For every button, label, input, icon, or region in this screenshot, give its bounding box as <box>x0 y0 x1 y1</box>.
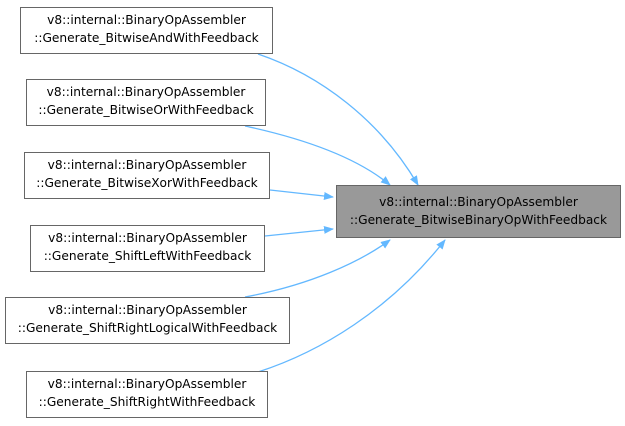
target-node-method: ::Generate_BitwiseBinaryOpWithFeedback <box>349 213 608 227</box>
caller-node-method: ::Generate_ShiftLeftWithFeedback <box>43 249 252 263</box>
caller-node-namespace: v8::internal::BinaryOpAssembler <box>48 231 247 245</box>
caller-node-shift-left[interactable]: v8::internal::BinaryOpAssembler ::Genera… <box>30 225 265 272</box>
caller-node-method: ::Generate_BitwiseAndWithFeedback <box>34 31 259 45</box>
caller-node-bitwise-xor[interactable]: v8::internal::BinaryOpAssembler ::Genera… <box>24 152 270 199</box>
edge-bitwise-or <box>244 125 391 186</box>
caller-node-namespace: v8::internal::BinaryOpAssembler <box>47 377 247 391</box>
caller-node-method: ::Generate_BitwiseXorWithFeedback <box>36 176 258 190</box>
edge-shift-right <box>257 239 446 373</box>
caller-node-shift-right-logical[interactable]: v8::internal::BinaryOpAssembler ::Genera… <box>5 297 290 344</box>
target-node-bitwise-binary-op[interactable]: v8::internal::BinaryOpAssembler ::Genera… <box>336 185 621 238</box>
caller-node-bitwise-and[interactable]: v8::internal::BinaryOpAssembler ::Genera… <box>20 7 273 54</box>
caller-node-namespace: v8::internal::BinaryOpAssembler <box>47 13 246 27</box>
caller-node-method: ::Generate_ShiftRightWithFeedback <box>38 395 256 409</box>
caller-node-namespace: v8::internal::BinaryOpAssembler <box>46 85 246 99</box>
caller-node-namespace: v8::internal::BinaryOpAssembler <box>48 303 247 317</box>
edge-shift-left <box>264 225 334 237</box>
edge-shift-right-logical <box>244 239 391 298</box>
caller-node-shift-right[interactable]: v8::internal::BinaryOpAssembler ::Genera… <box>26 371 268 418</box>
edge-bitwise-xor <box>269 189 334 200</box>
target-node-namespace: v8::internal::BinaryOpAssembler <box>379 195 578 209</box>
caller-node-method: ::Generate_ShiftRightLogicalWithFeedback <box>17 321 278 335</box>
caller-node-namespace: v8::internal::BinaryOpAssembler <box>47 158 247 172</box>
caller-node-bitwise-or[interactable]: v8::internal::BinaryOpAssembler ::Genera… <box>26 79 266 126</box>
caller-node-method: ::Generate_BitwiseOrWithFeedback <box>38 103 254 117</box>
edge-bitwise-and <box>257 53 419 186</box>
